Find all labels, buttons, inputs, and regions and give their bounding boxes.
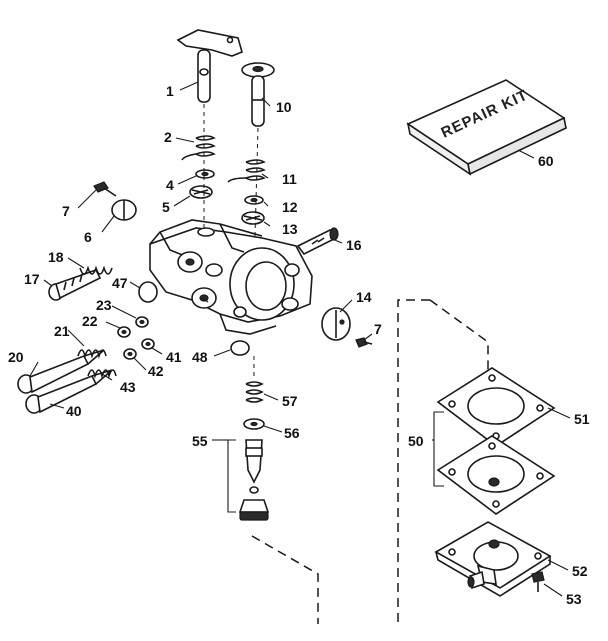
- callout-23: 23: [96, 297, 112, 313]
- needle-part-40: [25, 369, 113, 414]
- callout-43: 43: [120, 379, 136, 395]
- plug-part-47: [138, 281, 158, 303]
- callout-40: 40: [66, 403, 82, 419]
- throttle-shaft-part-1: [176, 29, 243, 103]
- fuel-fitting-part-16: [296, 227, 339, 256]
- callout-12: 12: [282, 199, 298, 215]
- callout-53: 53: [566, 591, 582, 607]
- callout-41: 41: [166, 349, 182, 365]
- callout-6: 6: [84, 229, 92, 245]
- callout-47: 47: [112, 275, 128, 291]
- spring-part-2: [181, 135, 216, 161]
- diaphragm-part-50: [436, 435, 556, 515]
- callout-60: 60: [538, 153, 554, 169]
- callout-17: 17: [24, 271, 40, 287]
- callout-4: 4: [166, 177, 174, 193]
- callout-7-right: 7: [374, 321, 382, 337]
- callout-7-left: 7: [62, 203, 70, 219]
- callout-11: 11: [282, 171, 297, 187]
- washer-part-56: [243, 418, 265, 430]
- callout-10: 10: [276, 99, 292, 115]
- washer-part-22: [117, 326, 131, 338]
- washer-part-42: [123, 348, 137, 360]
- callout-14: 14: [356, 289, 372, 305]
- spring-part-21: [77, 349, 107, 359]
- spring-part-57: [245, 381, 264, 403]
- leader-lines: [29, 81, 571, 597]
- callout-5: 5: [162, 199, 170, 215]
- callout-42: 42: [148, 363, 164, 379]
- plug-part-48: [230, 340, 250, 356]
- callout-50: 50: [408, 433, 424, 449]
- callout-48: 48: [192, 349, 208, 365]
- choke-plate-part-14: [321, 307, 351, 341]
- callout-56: 56: [284, 425, 300, 441]
- seal-part-13: [241, 211, 265, 225]
- callout-13: 13: [282, 221, 298, 237]
- callout-18: 18: [48, 249, 64, 265]
- callout-1: 1: [166, 83, 174, 99]
- pump-cover-part-52: [434, 521, 552, 597]
- callout-57: 57: [282, 393, 298, 409]
- washer-part-4: [195, 169, 215, 179]
- callout-55: 55: [192, 433, 208, 449]
- callout-22: 22: [82, 313, 98, 329]
- screw-part-53: [531, 571, 545, 592]
- callout-21: 21: [54, 323, 70, 339]
- washer-part-12: [244, 195, 264, 205]
- washer-part-23: [135, 316, 149, 328]
- screw-part-7-left: [93, 181, 117, 197]
- seal-part-5: [189, 185, 213, 199]
- callout-2: 2: [164, 129, 172, 145]
- inlet-needle-part-55: [238, 439, 270, 521]
- spring-part-11: [227, 159, 266, 183]
- throttle-plate-part-6: [111, 199, 137, 221]
- washer-part-41: [141, 338, 155, 350]
- callout-labels: 1 2 4 5 6 7 7 10 11 12 13 14 16 17 18 20…: [8, 83, 590, 607]
- callout-52: 52: [572, 563, 588, 579]
- callout-20: 20: [8, 349, 24, 365]
- spring-part-43: [87, 369, 117, 379]
- idle-screw-part-17: [48, 269, 102, 301]
- spring-part-18: [79, 265, 113, 275]
- callout-16: 16: [346, 237, 362, 253]
- carburetor-body: [149, 219, 313, 335]
- gasket-part-51: [436, 367, 556, 447]
- choke-shaft-part-10: [241, 62, 275, 127]
- callout-51: 51: [574, 411, 590, 427]
